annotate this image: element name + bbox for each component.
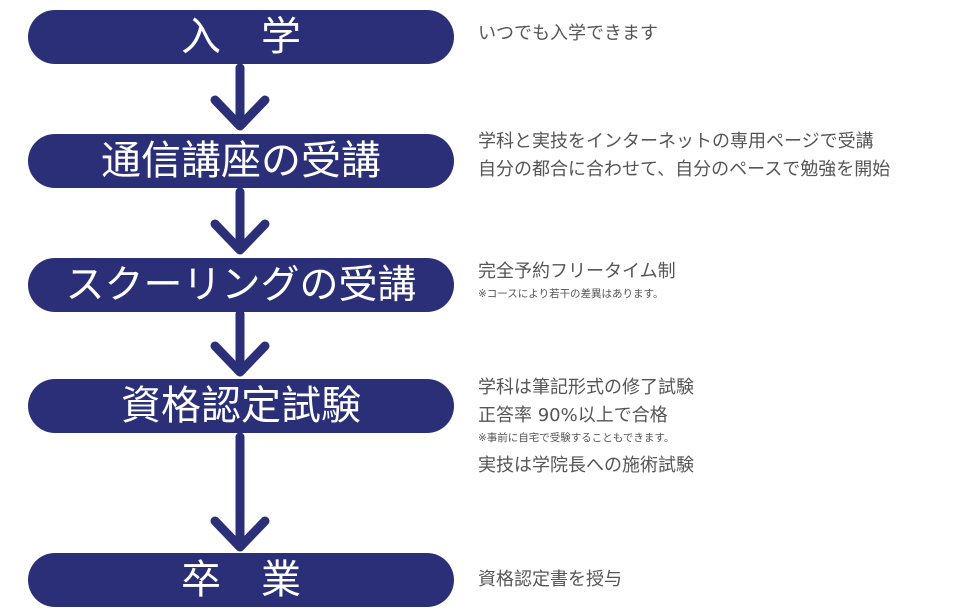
arrow-down-icon — [209, 310, 271, 380]
stage-certification-exam: 資格認定試験 — [28, 379, 454, 433]
description-line: 正答率 90%以上で合格 — [478, 405, 668, 426]
stage-graduation: 卒 業 — [28, 553, 454, 607]
stage-correspondence-course: 通信講座の受講 — [28, 134, 454, 188]
stage-graduation-title: 卒 業 — [181, 557, 301, 603]
stage-schooling-title: スクーリングの受講 — [65, 262, 417, 308]
stage-enrollment-title: 入 学 — [181, 14, 301, 60]
description-line: 資格認定書を授与 — [478, 569, 622, 590]
stage-enrollment: 入 学 — [28, 10, 454, 64]
description-line: 自分の都合に合わせて、自分のペースで勉強を開始 — [478, 159, 891, 180]
stage-correspondence-description: 学科と実技をインターネットの専用ページで受講 自分の都合に合わせて、自分のペース… — [478, 128, 890, 184]
description-note: ※事前に自宅で受験することもできます。 — [478, 432, 675, 444]
description-line: いつでも入学できます — [478, 23, 658, 44]
description-line: 学科と実技をインターネットの専用ページで受講 — [478, 131, 874, 152]
description-note: ※コースにより若干の差異はあります。 — [478, 288, 664, 300]
arrow-down-icon — [209, 188, 271, 258]
stage-schooling-description: 完全予約フリータイム制 ※コースにより若干の差異はあります。 — [478, 258, 676, 302]
stage-graduation-description: 資格認定書を授与 — [478, 566, 622, 594]
stage-correspondence-title: 通信講座の受講 — [101, 138, 381, 184]
stage-schooling: スクーリングの受講 — [28, 258, 454, 312]
description-line: 学科は筆記形式の修了試験 — [478, 377, 694, 398]
stage-certification-description: 学科は筆記形式の修了試験 正答率 90%以上で合格 ※事前に自宅で受験することも… — [478, 374, 694, 480]
stage-enrollment-description: いつでも入学できます — [478, 20, 658, 48]
arrow-down-icon — [209, 433, 271, 555]
description-line: 実技は学院長への施術試験 — [478, 455, 694, 476]
description-line: 完全予約フリータイム制 — [478, 261, 676, 282]
stage-certification-title: 資格認定試験 — [121, 383, 361, 429]
arrow-down-icon — [209, 64, 271, 134]
